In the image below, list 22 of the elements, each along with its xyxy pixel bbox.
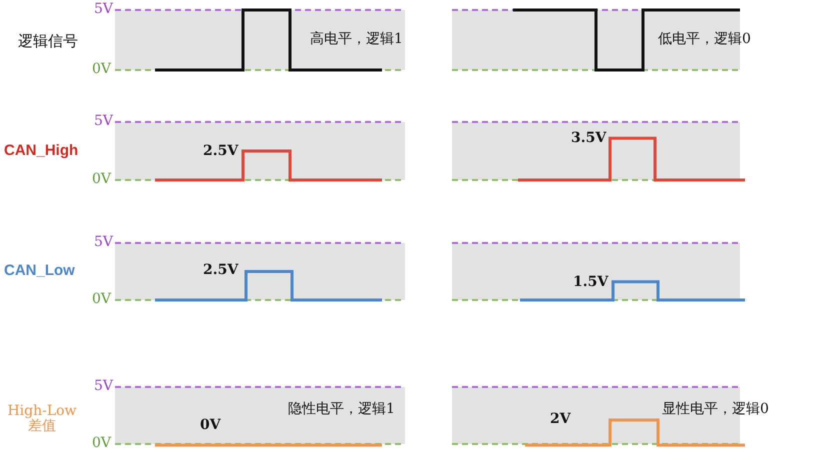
voltage-label: 1.5V xyxy=(573,275,608,290)
level-annotation: 高电平，逻辑1 xyxy=(310,32,403,48)
axis-label: 0V xyxy=(92,436,112,452)
voltage-label: 2.5V xyxy=(203,263,238,278)
axis-label: 0V xyxy=(92,172,112,188)
level-annotation: 低电平，逻辑0 xyxy=(658,32,751,48)
signal-name: High-Low 差值 xyxy=(6,404,78,435)
voltage-label: 0V xyxy=(200,418,221,434)
axis-label: 5V xyxy=(94,235,114,250)
axis-label: 5V xyxy=(94,2,114,18)
axis-label: 5V xyxy=(94,114,114,130)
axis-label: 5V xyxy=(94,379,114,394)
axis-label: 0V xyxy=(92,62,112,78)
voltage-label: 3.5V xyxy=(571,131,606,146)
voltage-label: 2V xyxy=(550,412,571,428)
signal-name: 逻辑信号 xyxy=(18,33,78,50)
level-annotation: 隐性电平，逻辑1 xyxy=(288,402,395,418)
signal-name: CAN_High xyxy=(4,143,78,160)
level-annotation: 显性电平，逻辑0 xyxy=(662,402,769,418)
signal-name: CAN_Low xyxy=(4,263,75,280)
axis-label: 0V xyxy=(92,292,112,308)
voltage-label: 2.5V xyxy=(203,144,238,160)
